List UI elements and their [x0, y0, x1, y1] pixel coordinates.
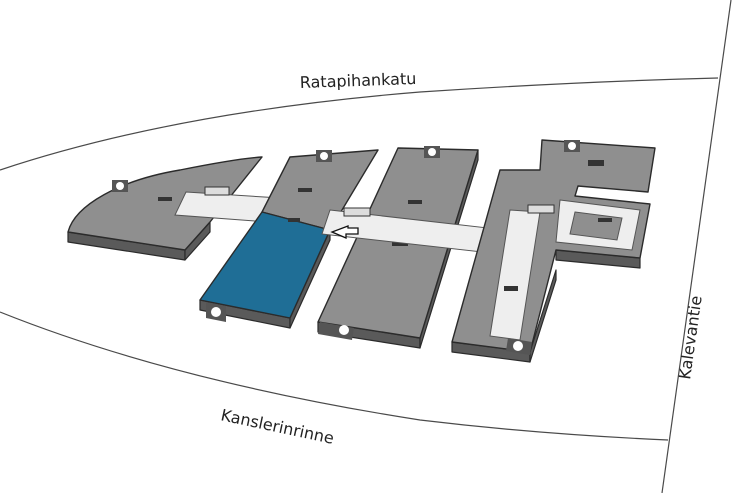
street-label-south: Kanslerinrinne [219, 405, 336, 448]
accessible-entrance-icon [316, 150, 332, 162]
accessible-entrance-icon [112, 180, 128, 192]
accessible-entrance-icon [424, 146, 440, 158]
accessible-entrance-icon [506, 338, 532, 355]
stairs-icon [527, 204, 555, 214]
highlighted-wing [199, 211, 331, 319]
stairs-icon [204, 186, 230, 196]
building-west-wing [67, 156, 263, 261]
accessible-entrance-icon [318, 322, 354, 340]
accessible-entrance-icon [564, 140, 580, 152]
building-wing-4 [451, 139, 656, 363]
accessible-entrance-icon [206, 302, 226, 322]
street-label-north: Ratapihankatu [299, 69, 416, 92]
stairs-icon [343, 207, 371, 217]
entrance-arrow-icon [330, 225, 359, 239]
street-label-east: Kalevantie [675, 294, 706, 380]
